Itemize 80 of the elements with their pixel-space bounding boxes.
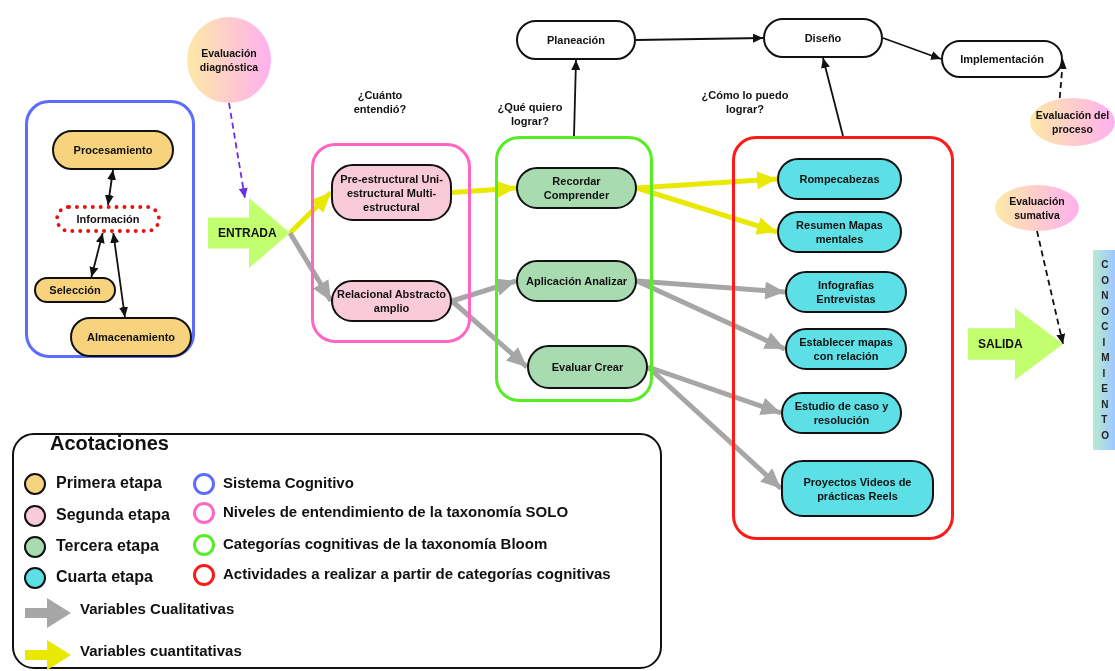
legend-text: Actividades a realizar a partir de categorías cognitivas [223, 565, 611, 582]
node-label: ENTRADA [217, 226, 278, 240]
arrow [450, 299, 529, 369]
block-arrow [208, 198, 290, 268]
node-label: Diseño [803, 31, 843, 45]
group-frame [25, 100, 195, 358]
arrow [451, 180, 517, 199]
node-label: Resumen Mapas mentales [795, 218, 884, 246]
stage-box [516, 167, 637, 209]
block-arrow [968, 308, 1063, 380]
legend-text: Niveles de entendimiento de la taxonomía SOLO [223, 503, 569, 520]
stage-box [527, 345, 648, 389]
arrow [571, 59, 581, 137]
stage-box [52, 130, 174, 170]
arrow [636, 171, 778, 191]
node-label: Almacenamiento [86, 330, 176, 344]
evaluation-bubble [1030, 98, 1115, 146]
node-label: Evaluación del proceso [1034, 108, 1111, 136]
node-label: Establecer mapas con relación [798, 335, 894, 363]
group-frame [732, 136, 954, 540]
stage-box [763, 18, 883, 58]
legend-text: Cuarta etapa [56, 568, 153, 586]
arrow [821, 57, 844, 137]
legend-text: Segunda etapa [56, 506, 170, 524]
node-label: Evaluar Crear [550, 360, 625, 374]
node-label: Evaluación sumativa [1008, 194, 1066, 222]
arrow [636, 185, 778, 235]
legend-title: Acotaciones [50, 436, 170, 450]
node-label: Procesamiento [72, 143, 154, 157]
node-label: Pre-estructural Uni-estructural Multi-estructural [339, 171, 444, 214]
stage-box [777, 158, 902, 200]
node-label: Información [75, 212, 141, 226]
group-frame [311, 143, 471, 343]
question-text: ¿Cómo lo puedo lograr? [700, 88, 790, 116]
node-label: Implementación [959, 52, 1045, 66]
arrow [1036, 230, 1066, 345]
stage-box [941, 40, 1063, 78]
node-label: Evaluación diagnóstica [198, 46, 260, 74]
stage-box [331, 164, 452, 221]
arrow [636, 278, 786, 300]
stage-box [34, 277, 116, 303]
vertical-text: CONOCIMIENTO [1101, 258, 1107, 443]
legend-text: Primera etapa [56, 474, 162, 492]
legend-text: Variables Cualitativas [80, 600, 235, 617]
arrow [451, 278, 517, 304]
legend-text: Sistema Cognitivo [223, 474, 354, 491]
node-label: SALIDA [977, 337, 1024, 351]
node-label: Recordar Comprender [542, 174, 611, 202]
node-label: Relacional Abstracto amplio [336, 287, 447, 315]
arrow [288, 190, 333, 235]
arrow [89, 232, 105, 278]
arrow [228, 102, 248, 199]
arrow [635, 33, 764, 43]
stage-box [781, 460, 934, 517]
question-text: ¿Qué quiero lograr? [496, 100, 564, 128]
arrow [110, 232, 128, 318]
group-frame [495, 136, 653, 402]
node-label: Infografías Entrevistas [815, 278, 877, 306]
arrow [882, 37, 942, 60]
legend-text: Variables cuantitativas [80, 642, 242, 659]
stage-box [516, 20, 636, 60]
node-label: Aplicación Analizar [524, 274, 629, 288]
stage-box [777, 211, 902, 253]
stage-box [331, 280, 452, 322]
node-label: Proyectos Videos de prácticas Reels [802, 474, 913, 503]
vertical-banner [1093, 250, 1115, 450]
node-label: Selección [48, 283, 102, 297]
question-text: ¿Cuánto entendió? [352, 88, 408, 116]
stage-box [785, 271, 907, 313]
arrow [104, 169, 117, 206]
stage-box [516, 260, 637, 302]
node-label: Rompecabezas [798, 172, 881, 186]
stage-box [781, 392, 902, 434]
node-label: Planeación [545, 33, 607, 47]
node-label: Estudio de caso y resolución [793, 399, 890, 427]
legend-text: Categorías cognitivas de la taxonomía Bloom [223, 535, 548, 552]
arrow [635, 278, 787, 352]
legend-text: Tercera etapa [56, 537, 159, 555]
stage-box [70, 317, 192, 357]
stage-box [785, 328, 907, 370]
